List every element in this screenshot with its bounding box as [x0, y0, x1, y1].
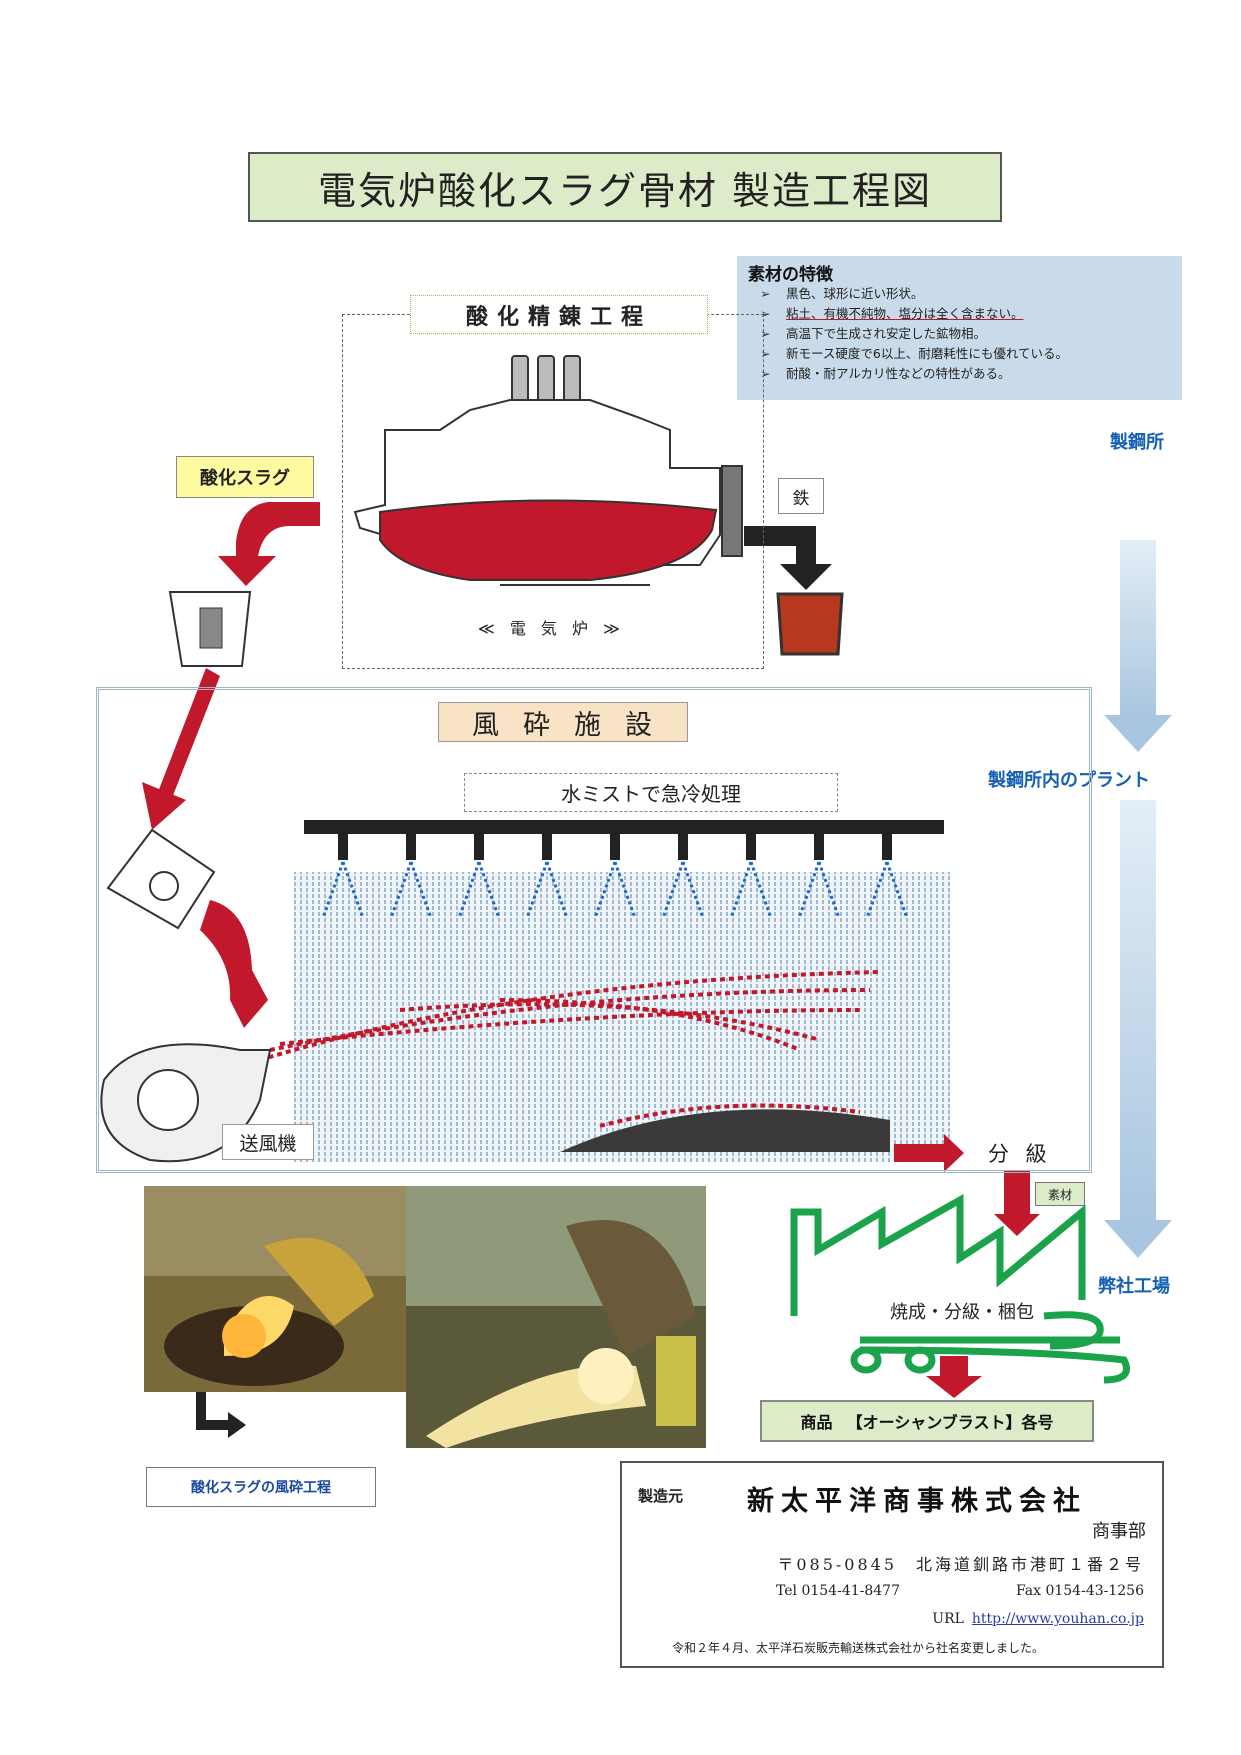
oxidized-slag-label: 酸化スラグ — [176, 456, 314, 498]
fuusai-title: 風砕施設 — [438, 702, 688, 742]
flow-arrow-steel-to-plant — [1104, 540, 1172, 752]
plant-label: 製鋼所内のプラント — [988, 770, 1150, 791]
name-change-notice: 令和２年４月、太平洋石炭販売輸送株式会社から社名変更しました。 — [672, 1641, 1045, 1655]
slag-pot-upper — [168, 591, 252, 667]
company-tel: Tel 0154-41-8477 — [776, 1583, 900, 1599]
our-factory-label: 弊社工場 — [1098, 1276, 1170, 1297]
features-heading: 素材の特徴 — [748, 265, 833, 285]
flow-arrow-plant-to-factory — [1104, 800, 1172, 1258]
slag-arrow-to-tilt — [142, 668, 220, 830]
iron-outflow — [744, 526, 844, 656]
company-fax: Fax 0154-43-1256 — [1016, 1583, 1144, 1599]
company-dept: 商事部 — [1092, 1521, 1146, 1542]
company-url-row: URL http://www.youhan.co.jp — [932, 1611, 1144, 1627]
classify-arrow — [894, 1134, 964, 1172]
url-label: URL — [932, 1611, 964, 1627]
photo-arrow — [196, 1390, 246, 1438]
photo-caption: 酸化スラグの風砕工程 — [146, 1467, 376, 1507]
feature-item: 高温下で生成され安定した鉱物相。 — [760, 324, 1068, 344]
mist-title: 水ミストで急冷処理 — [464, 773, 838, 812]
product-label: 商品 — [800, 1413, 833, 1432]
spray-nozzles — [321, 861, 909, 919]
process-label: 焼成・分級・梱包 — [886, 1298, 1038, 1324]
slag-spray — [259, 970, 881, 1062]
photo-slag-granulation — [406, 1186, 706, 1448]
furnace-caption: ≪ 電 気 炉 ≫ — [478, 619, 625, 638]
factory-drawing — [790, 1194, 1130, 1384]
product-box: 商品 【オーシャンブラスト】各号 — [760, 1400, 1094, 1442]
company-url-link[interactable]: http://www.youhan.co.jp — [971, 1611, 1144, 1627]
feature-item: 粘土、有機不純物、塩分は全く含まない。 — [760, 304, 1068, 324]
material-down-arrow — [994, 1170, 1040, 1236]
blower-label: 送風機 — [222, 1124, 314, 1160]
oxidation-refining-title: 酸化精錬工程 — [410, 295, 708, 334]
feature-item: 新モース硬度で6以上、耐磨耗性にも優れている。 — [760, 344, 1068, 364]
slag-arrow-to-pot — [218, 502, 320, 586]
slag-pile — [560, 1103, 890, 1152]
spray-header — [304, 820, 944, 860]
maker-label: 製造元 — [638, 1487, 684, 1505]
feature-item: 耐酸・耐アルカリ性などの特性がある。 — [760, 364, 1068, 384]
iron-label: 鉄 — [778, 478, 824, 514]
slag-pot-tilted — [106, 828, 216, 930]
photo-slag-pouring — [144, 1186, 406, 1392]
features-list: 黒色、球形に近い形状。 粘土、有機不純物、塩分は全く含まない。 高温下で生成され… — [760, 284, 1068, 384]
company-name: 新太平洋商事株式会社 — [747, 1486, 1087, 1517]
material-badge: 素材 — [1035, 1182, 1085, 1206]
product-name: 【オーシャンブラスト】各号 — [846, 1413, 1054, 1432]
feature-item: 黒色、球形に近い形状。 — [760, 284, 1068, 304]
page-title: 電気炉酸化スラグ骨材 製造工程図 — [248, 152, 1002, 222]
steel-mill-label: 製鋼所 — [1110, 432, 1164, 453]
fuusai-frame — [96, 687, 1092, 1173]
classify-label: 分 級 — [988, 1142, 1052, 1166]
company-address: 〒085-0845 北海道釧路市港町１番２号 — [777, 1555, 1144, 1574]
electric-furnace-drawing — [353, 355, 743, 586]
product-down-arrow — [926, 1356, 982, 1398]
slag-chute — [200, 900, 268, 1028]
company-box: 製造元 新太平洋商事株式会社 商事部 〒085-0845 北海道釧路市港町１番２… — [620, 1461, 1164, 1668]
